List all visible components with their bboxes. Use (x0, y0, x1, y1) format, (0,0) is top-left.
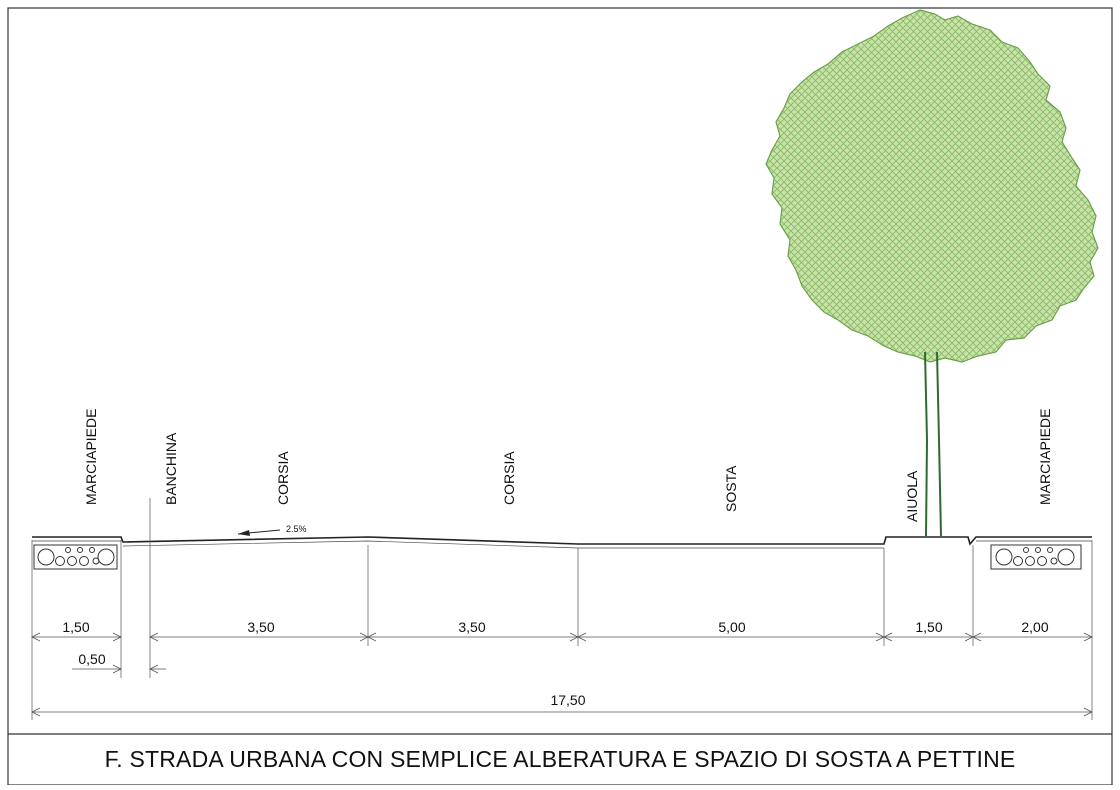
dim-parking: 5,00 (718, 619, 745, 635)
label-sidewalk-left: MARCIAPIEDE (83, 409, 99, 505)
dimension-lines (31, 632, 1093, 717)
dim-shoulder: 0,50 (78, 651, 105, 667)
slope-label: 2.5% (286, 524, 307, 534)
utility-box-left (33, 544, 118, 570)
drawing-caption: F. STRADA URBANA CON SEMPLICE ALBERATURA… (104, 746, 1016, 772)
dim-lane-2: 3,50 (458, 619, 485, 635)
label-shoulder: BANCHINA (163, 432, 179, 505)
dim-sidewalk-left: 1,50 (62, 619, 89, 635)
dim-sidewalk-right: 2,00 (1021, 619, 1048, 635)
label-parking: SOSTA (723, 465, 739, 512)
slope-arrow-head (238, 530, 250, 536)
extension-lines (31, 498, 1093, 720)
dim-total: 17,50 (550, 692, 585, 708)
label-planter: AIUOLA (904, 470, 920, 522)
utility-box-right (990, 544, 1082, 570)
label-sidewalk-right: MARCIAPIEDE (1037, 409, 1053, 505)
tree-trunk (924, 351, 942, 537)
label-lane-2: CORSIA (501, 451, 517, 505)
label-lane-1: CORSIA (275, 451, 291, 505)
tree-crown (765, 9, 1099, 363)
dim-planter: 1,50 (915, 619, 942, 635)
dim-lane-1: 3,50 (247, 619, 274, 635)
road-base-line (32, 540, 1092, 549)
road-surface-profile (32, 536, 1092, 546)
